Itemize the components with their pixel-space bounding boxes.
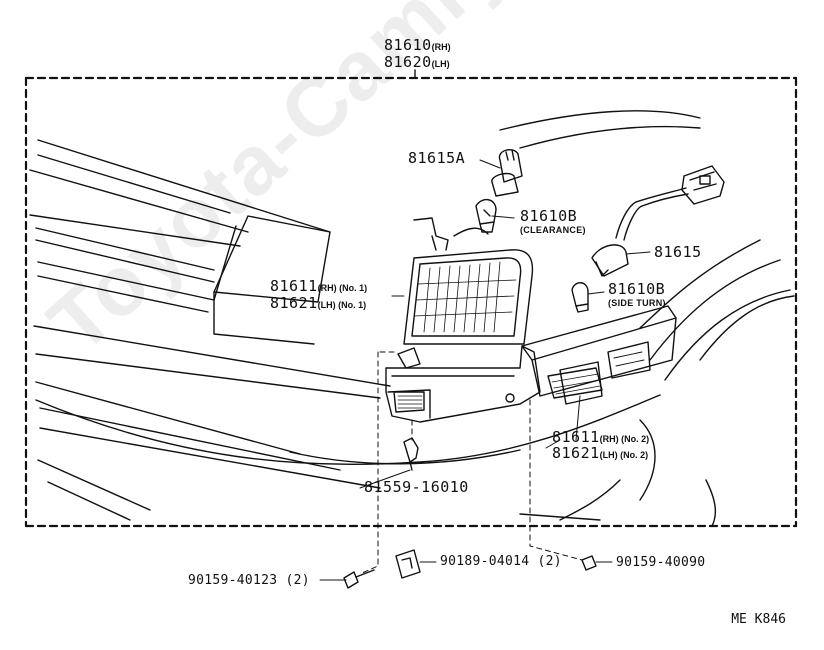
combination-lamp-lens-no1 xyxy=(403,217,534,345)
fender-trim-strip xyxy=(521,305,677,405)
label-bulb-clearance: 81610B (CLEARANCE) xyxy=(520,209,586,235)
part-number: 81610 xyxy=(384,36,432,54)
part-note: (SIDE TURN) xyxy=(608,298,666,308)
label-screw-right: 90159-40090 xyxy=(616,555,706,570)
hardware-fasteners xyxy=(343,549,597,589)
label-assembly-rh: 81610(RH) xyxy=(384,38,451,54)
part-number: 81621 xyxy=(552,444,600,462)
part-note: (CLEARANCE) xyxy=(520,225,586,235)
label-assembly-lh: 81620(LH) xyxy=(384,55,450,71)
part-number: 81610B xyxy=(520,207,578,225)
combination-lamp-lens-no2 xyxy=(385,345,603,423)
part-qualifier: (RH) (No. 1) xyxy=(317,283,368,293)
vehicle-body-outline xyxy=(29,110,795,527)
clip-81559 xyxy=(397,347,421,471)
label-harness-socket: 81615 xyxy=(654,243,702,261)
leader-lines xyxy=(319,159,651,581)
label-screw-left: 90159-40123 (2) xyxy=(188,573,310,588)
part-qualifier: (LH) (No. 2) xyxy=(599,450,649,460)
label-lens-no1-lh: 81621(LH) (No. 1) xyxy=(270,296,366,312)
figure-code: ME K846 xyxy=(731,612,786,627)
part-number: 81620 xyxy=(384,53,432,71)
part-number: 81610B xyxy=(608,280,666,298)
part-number: 81611 xyxy=(270,277,318,295)
label-lens-no1-rh: 81611(RH) (No. 1) xyxy=(270,279,367,295)
part-qualifier: (RH) xyxy=(431,42,451,52)
side-turn-bulb xyxy=(571,282,589,313)
label-lens-no2-rh: 81611(RH) (No. 2) xyxy=(552,430,649,446)
label-socket-81615a: 81615A xyxy=(408,149,466,167)
label-bulb-side-turn: 81610B (SIDE TURN) xyxy=(608,282,666,308)
dashed-installation-lines xyxy=(359,351,583,575)
label-lens-no2-lh: 81621(LH) (No. 2) xyxy=(552,446,648,462)
label-clip: 81559-16010 xyxy=(364,478,469,496)
label-nut: 90189-04014 (2) xyxy=(440,554,562,569)
part-number: 81611 xyxy=(552,428,600,446)
part-qualifier: (LH) (No. 1) xyxy=(317,300,367,310)
assembly-boundary xyxy=(24,76,798,528)
part-qualifier: (LH) xyxy=(431,59,450,69)
bulb-socket-81615a xyxy=(491,149,523,197)
clearance-bulb xyxy=(475,199,497,233)
part-qualifier: (RH) (No. 2) xyxy=(599,434,650,444)
part-number: 81621 xyxy=(270,294,318,312)
harness-socket-81615 xyxy=(591,165,725,277)
